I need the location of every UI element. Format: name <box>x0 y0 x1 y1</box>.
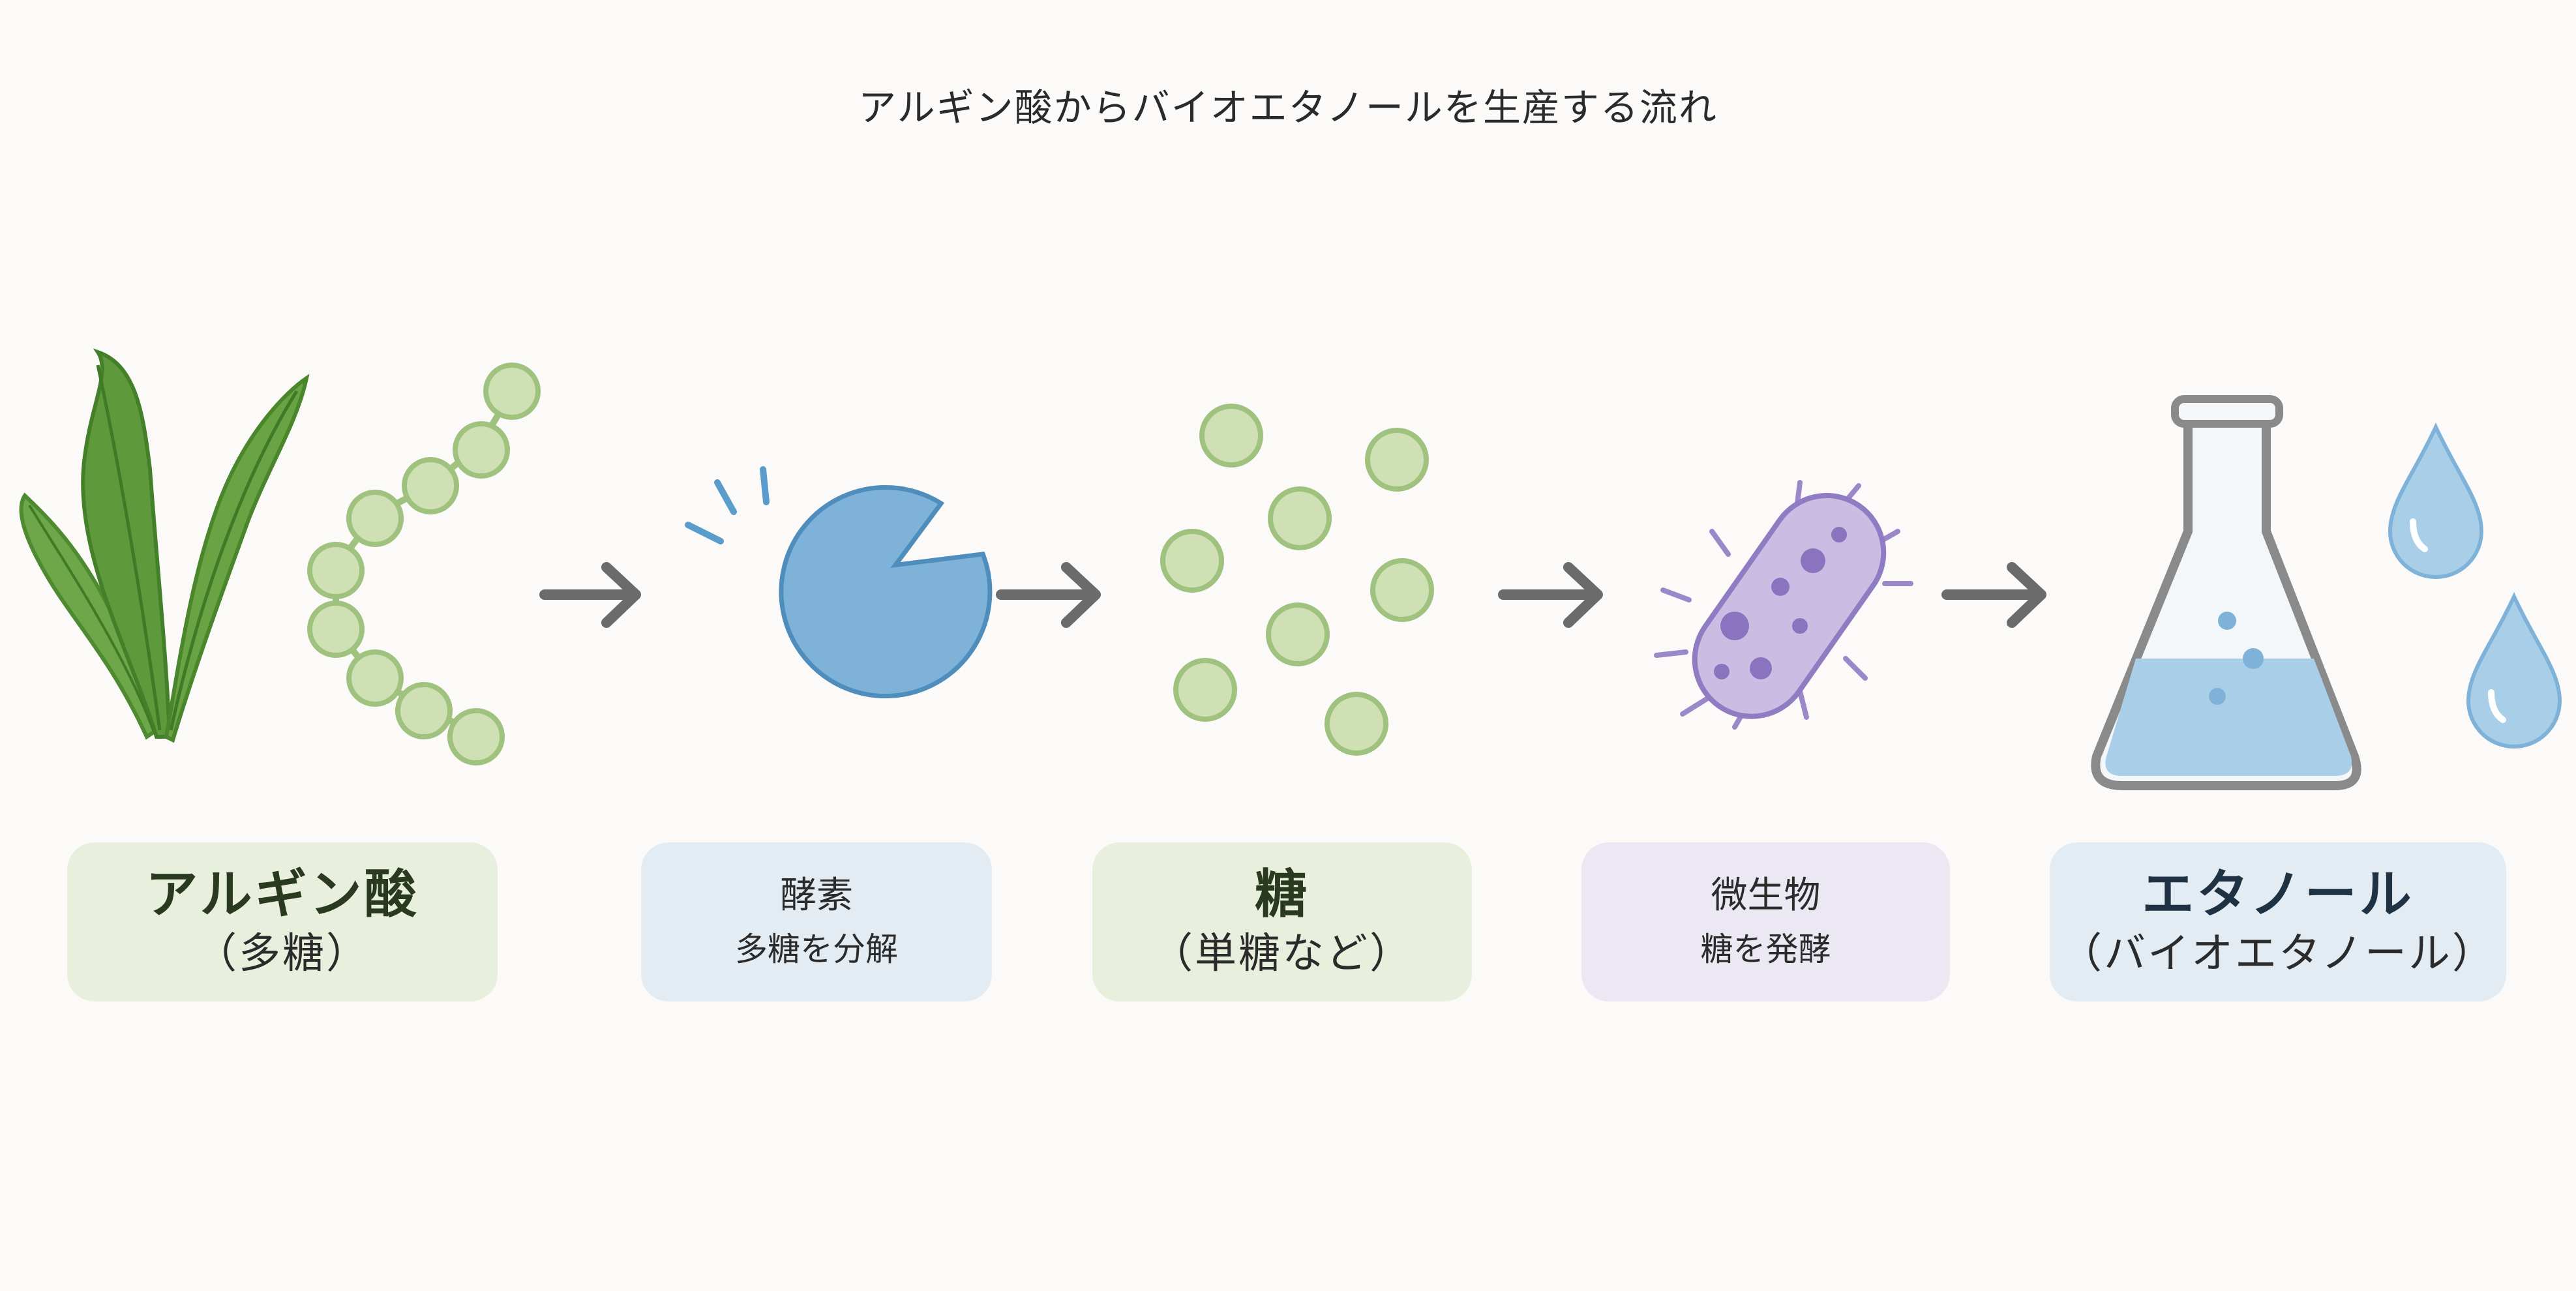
arrow-icon <box>1941 562 2046 628</box>
step-main-label: 酵素 <box>780 874 853 917</box>
step-main-label: アルギン酸 <box>145 864 419 925</box>
step-main-label: 微生物 <box>1711 874 1821 917</box>
step-sub-label: 糖を発酵 <box>1700 930 1831 968</box>
arrow-icon <box>996 562 1101 628</box>
step-label-enzyme: 酵素 多糖を分解 <box>641 842 992 1002</box>
step-sub-label: （多糖） <box>195 930 370 979</box>
step-label-microbe: 微生物 糖を発酵 <box>1581 842 1950 1002</box>
ethanol-droplet-icon <box>2466 591 2562 749</box>
arrow-icon <box>1498 562 1603 628</box>
diagram-title: アルギン酸からバイオエタノールを生産する流れ <box>858 85 1718 130</box>
arrow-icon <box>539 562 641 628</box>
enzyme-icon <box>685 466 993 698</box>
step-main-label: 糖 <box>1255 864 1310 925</box>
step-main-label: エタノール <box>2142 864 2414 925</box>
seaweed-icon <box>19 348 310 743</box>
microbe-icon <box>1654 480 1913 730</box>
step-label-sugar: 糖 （単糖など） <box>1092 842 1472 1002</box>
step-sub-label: （バイオエタノール） <box>2059 930 2496 979</box>
step-label-alginate: アルギン酸 （多糖） <box>67 842 498 1002</box>
flask-icon <box>2091 395 2361 790</box>
step-label-ethanol: エタノール （バイオエタノール） <box>2050 842 2506 1002</box>
polysaccharide-chain-icon <box>307 363 541 765</box>
step-sub-label: 多糖を分解 <box>735 930 898 968</box>
monosaccharide-icon <box>1160 404 1434 756</box>
ethanol-droplet-icon <box>2388 422 2484 579</box>
step-sub-label: （単糖など） <box>1151 930 1413 979</box>
